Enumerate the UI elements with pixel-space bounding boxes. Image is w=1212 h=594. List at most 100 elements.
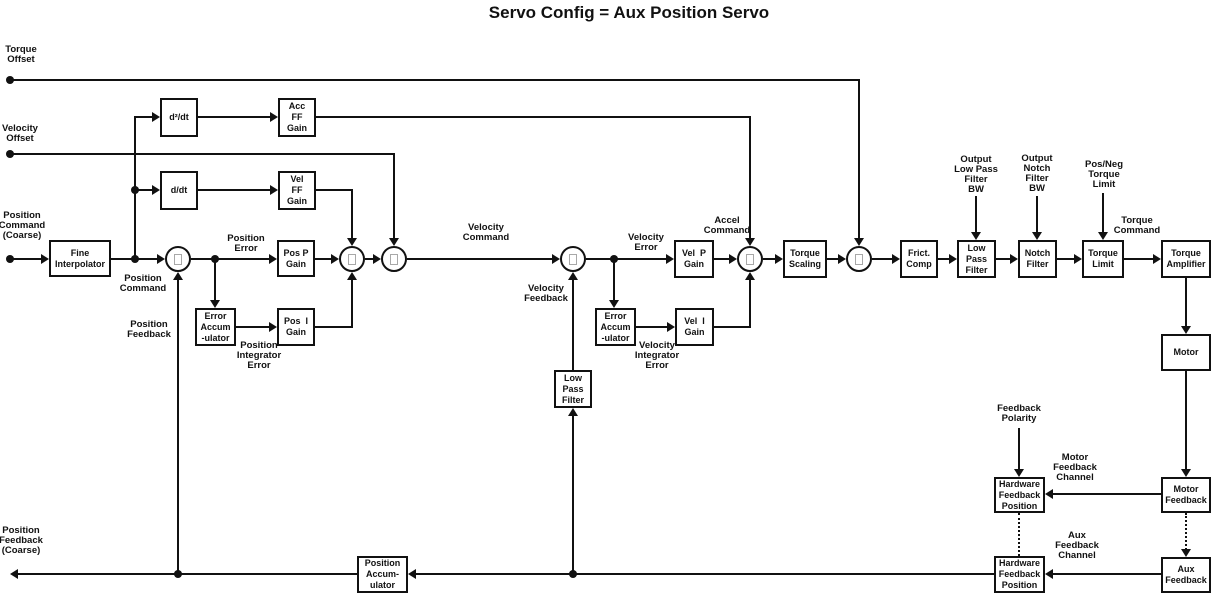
label-position-feedback: Position Feedback [127, 319, 171, 340]
arrowhead [347, 238, 357, 246]
arrowhead [347, 272, 357, 280]
arrowhead [892, 254, 900, 264]
label-output-low-pass-filter-bw: Output Low Pass Filter BW [954, 154, 998, 195]
arrowhead [667, 322, 675, 332]
position-error-accumulator-block: Error Accum -ulator [195, 308, 236, 346]
label-output-notch-filter-bw: Output Notch Filter BW [1021, 153, 1053, 194]
motor-block: Motor [1161, 334, 1211, 371]
arrowhead [729, 254, 737, 264]
friction-comp-block: Frict. Comp [900, 240, 938, 278]
wire-sum-to-frict [872, 258, 893, 260]
wire-position-command-coarse [10, 258, 44, 260]
wire-hwfp-link-dotted [1018, 513, 1020, 556]
pos-i-gain-block: Pos I Gain [277, 308, 315, 346]
arrowhead [1045, 569, 1053, 579]
wire-position-error [191, 258, 270, 260]
arrowhead [745, 272, 755, 280]
label-feedback-polarity: Feedback Polarity [997, 403, 1041, 424]
label-pos-neg-torque-limit: Pos/Neg Torque Limit [1084, 159, 1124, 190]
arrowhead [269, 254, 277, 264]
arrowhead [666, 254, 674, 264]
wire-sum-to-sum [365, 258, 374, 260]
wire-feedback-polarity-param [1018, 428, 1020, 470]
arrowhead [152, 185, 160, 195]
sigma-missing-glyph-icon [855, 253, 863, 265]
sigma-missing-glyph-icon [174, 253, 182, 265]
summing-junction-position [165, 246, 191, 272]
wire-lpf-to-notch [996, 258, 1011, 260]
fine-interpolator-block: Fine Interpolator [49, 240, 111, 277]
wire-posi-out [315, 326, 353, 328]
arrowhead [838, 254, 846, 264]
label-position-feedback-coarse: Position Feedback (Coarse) [0, 525, 43, 556]
node-velocity-error-branch [610, 255, 618, 263]
pos-p-gain-block: Pos P Gain [277, 240, 315, 277]
arrowhead [269, 322, 277, 332]
wire-vel-integrator-error [636, 326, 668, 328]
label-velocity-command: Velocity Command [462, 222, 510, 243]
arrowhead [1045, 489, 1053, 499]
wire-position-feedback-rise [177, 279, 179, 575]
label-motor-feedback-channel: Motor Feedback Channel [1053, 452, 1097, 483]
arrowhead [173, 272, 183, 280]
arrowhead [270, 112, 278, 122]
vel-p-gain-block: Vel P Gain [674, 240, 714, 278]
node-velocity-offset-input [6, 150, 14, 158]
wire-scaling-to-sum [827, 258, 839, 260]
wire-into-ddt [135, 189, 153, 191]
wire-torque-offset-drop [858, 79, 860, 241]
arrowhead [854, 238, 864, 246]
arrowhead [775, 254, 783, 264]
wire-torque-command [1124, 258, 1154, 260]
arrowhead [1074, 254, 1082, 264]
summing-junction-feedforward [339, 246, 365, 272]
arrowhead [408, 569, 416, 579]
motor-feedback-block: Motor Feedback [1161, 477, 1211, 513]
wire-velff-out [316, 189, 353, 191]
wire-accel-command-drop [749, 116, 751, 241]
summing-junction-accel [737, 246, 763, 272]
label-velocity-offset: Velocity Offset [2, 123, 38, 144]
sigma-missing-glyph-icon [390, 253, 398, 265]
arrowhead [568, 272, 578, 280]
arrowhead [1153, 254, 1161, 264]
arrowhead [389, 238, 399, 246]
label-position-command-coarse: Position Command (Coarse) [0, 210, 46, 241]
d2dt-block: d²/dt [160, 98, 198, 137]
label-torque-offset: Torque Offset [5, 44, 37, 65]
arrowhead [1181, 469, 1191, 477]
wire-velocity-offset-drop [393, 153, 395, 241]
position-accumulator-block: Position Accum- ulator [357, 556, 408, 593]
wire-into-d2dt [135, 116, 153, 118]
arrowhead [331, 254, 339, 264]
label-position-error: Position Error [227, 233, 265, 254]
arrowhead [949, 254, 957, 264]
arrowhead [552, 254, 560, 264]
arrowhead [373, 254, 381, 264]
hardware-feedback-position-motor-block: Hardware Feedback Position [994, 477, 1045, 513]
wire-amp-to-motor [1185, 278, 1187, 328]
wire-torque-offset [10, 79, 860, 81]
wire-feedback-bottom-right [416, 573, 994, 575]
node-position-command-input [6, 255, 14, 263]
node-position-error-branch [211, 255, 219, 263]
arrowhead [1181, 549, 1191, 557]
label-accel-command: Accel Command [703, 215, 751, 236]
node-command-branch [131, 255, 139, 263]
notch-filter-block: Notch Filter [1018, 240, 1057, 278]
wire-sum-to-torque-scaling [763, 258, 776, 260]
velocity-error-accumulator-block: Error Accum -ulator [595, 308, 636, 346]
wire-posi-rise [351, 279, 353, 328]
wire-pos-error-branch [214, 259, 216, 301]
label-position-command: Position Command [119, 273, 167, 294]
output-low-pass-filter-block: Low Pass Filter [957, 240, 996, 278]
wire-motor-to-feedback [1185, 371, 1187, 471]
wire-velocity-feedback-upper [572, 279, 574, 370]
sigma-missing-glyph-icon [569, 253, 577, 265]
arrowhead [1098, 232, 1108, 240]
torque-scaling-block: Torque Scaling [783, 240, 827, 278]
wire-aux-feedback-channel [1052, 573, 1161, 575]
arrowhead [1032, 232, 1042, 240]
wire-posp-to-sum [315, 258, 332, 260]
